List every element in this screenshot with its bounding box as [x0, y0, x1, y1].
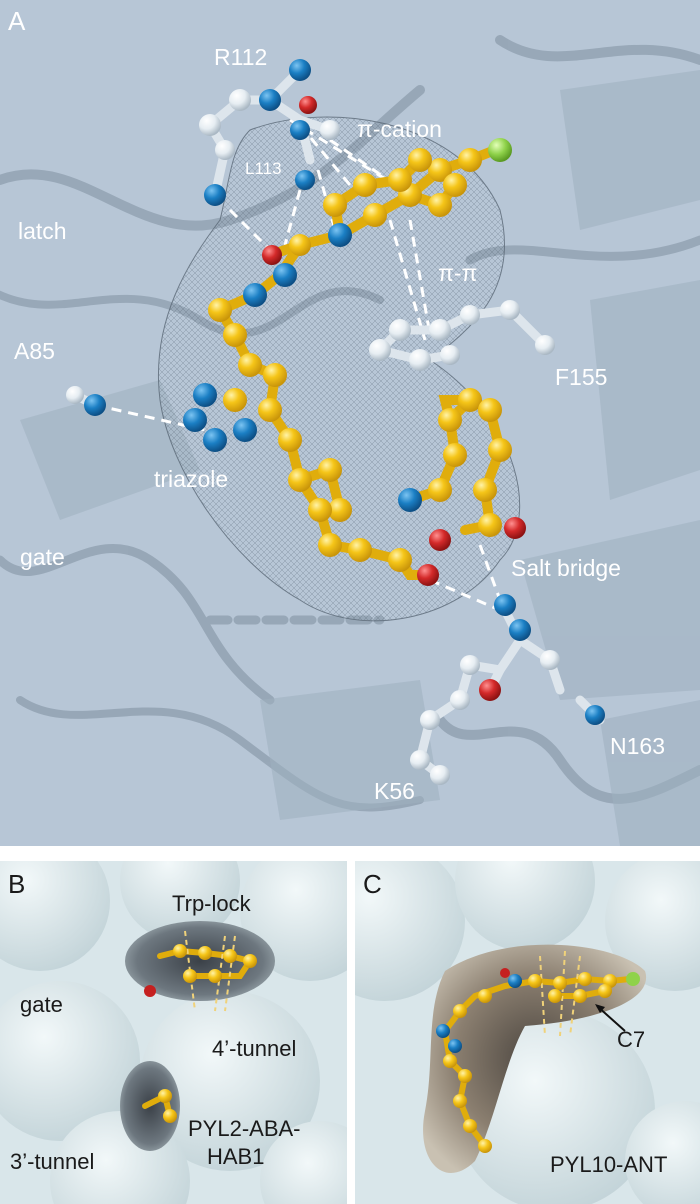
ligand-atoms	[183, 138, 526, 586]
label-4-tunnel: 4’-tunnel	[212, 1036, 297, 1061]
interaction-label-pi-cation: π-cation	[357, 116, 442, 142]
interaction-label-triazole: triazole	[154, 466, 229, 492]
beta-sheets	[20, 70, 700, 846]
panel-c-ligand-atoms	[436, 968, 640, 1153]
residue-label-f155: F155	[555, 364, 608, 390]
residue-label-a85: A85	[14, 338, 55, 364]
residue-label-r112: R112	[214, 44, 268, 70]
region-label-latch: latch	[18, 218, 67, 244]
surface-bumps	[0, 861, 347, 1204]
interaction-label-salt-bridge: Salt bridge	[511, 555, 621, 581]
region-label-gate: gate	[20, 544, 65, 570]
label-trp-lock: Trp-lock	[172, 891, 251, 916]
panel-b-surface-render	[0, 861, 347, 1204]
panel-c-letter: C	[363, 869, 382, 899]
label-complex-b-line2: HAB1	[207, 1144, 265, 1169]
panel-c: C C7 PYL10-ANT	[355, 861, 700, 1204]
panel-a-molecular-render	[0, 35, 700, 846]
panel-b-letter: B	[8, 869, 26, 899]
panel-c-cavity	[423, 944, 647, 1173]
residue-label-n163: N163	[610, 733, 665, 759]
panel-c-surface-render	[355, 861, 700, 1204]
panel-a-letter: A	[8, 6, 26, 36]
residue-atoms	[66, 59, 605, 785]
panel-b-ligand-atoms	[144, 944, 257, 1123]
label-c7: C7	[617, 1027, 646, 1052]
label-complex-c: PYL10-ANT	[550, 1152, 668, 1177]
panel-b: B Trp-lock gate 4’-tunnel PYL2-ABA- HAB1…	[0, 861, 347, 1204]
residue-label-l113: L113	[245, 159, 282, 178]
c7-arrow	[595, 1004, 626, 1032]
label-gate-b: gate	[20, 992, 63, 1017]
trp-lock-opening	[125, 921, 275, 1001]
interaction-label-pi-pi: π-π	[438, 260, 478, 286]
label-3-tunnel: 3’-tunnel	[10, 1149, 95, 1174]
panel-a: A R112 L113 π-cation latch π-π A85 F155 …	[0, 0, 700, 846]
label-complex-b-line1: PYL2-ABA-	[188, 1116, 301, 1141]
residue-label-k56: K56	[374, 778, 415, 804]
